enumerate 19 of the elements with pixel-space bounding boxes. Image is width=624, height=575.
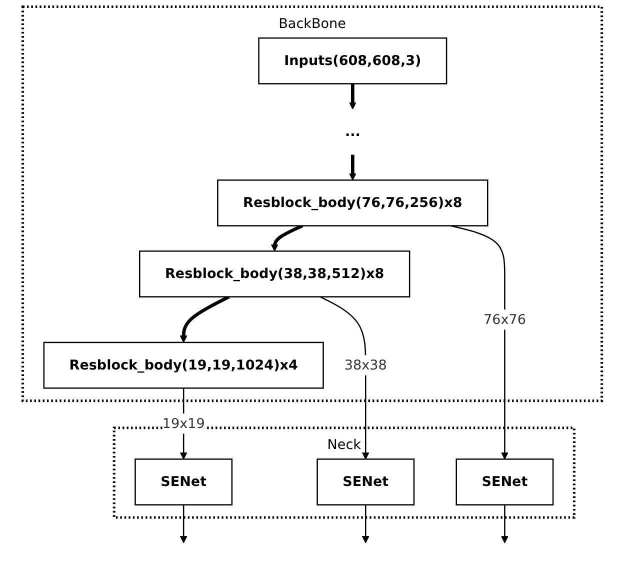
arrow xyxy=(320,296,370,460)
arrow xyxy=(348,84,356,110)
arrow xyxy=(348,154,356,180)
node-box: Resblock_body(76,76,256)x8 xyxy=(216,179,488,226)
edge-label: 38x38 xyxy=(344,356,387,373)
node-box: Resblock_body(19,19,1024)x4 xyxy=(42,342,324,389)
node-box: SENet xyxy=(316,458,414,506)
edge-label: 76x76 xyxy=(483,311,526,328)
node-box: Inputs(608,608,3) xyxy=(258,37,447,84)
arrow xyxy=(500,504,508,544)
arrow xyxy=(270,224,303,252)
arrow xyxy=(180,295,230,343)
arrow xyxy=(362,504,370,544)
node-box: SENet xyxy=(455,458,554,506)
node-box: Resblock_body(38,38,512)x8 xyxy=(138,250,410,298)
arrow xyxy=(180,504,187,544)
node-box: SENet xyxy=(134,458,232,506)
node-text: ... xyxy=(344,123,360,140)
edge-label: 19x19 xyxy=(162,415,205,432)
